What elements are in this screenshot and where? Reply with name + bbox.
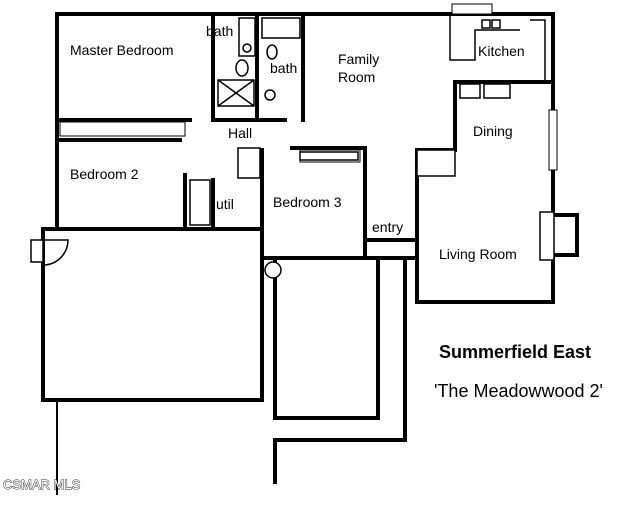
windows — [59, 3, 558, 171]
mls-watermark: CSMAR MLS — [3, 477, 81, 492]
fixtures — [189, 14, 555, 279]
label-family-room-2: Room — [338, 69, 375, 85]
label-bath-1: bath — [206, 23, 233, 39]
yard-fences — [273, 256, 407, 484]
util-shelf-icon — [189, 179, 211, 226]
label-hall: Hall — [228, 125, 252, 141]
toilet-2-icon — [266, 44, 278, 60]
sink-icon — [242, 43, 252, 53]
sink-2-icon — [264, 89, 276, 101]
plan-title: Summerfield East — [439, 342, 591, 362]
label-entry: entry — [372, 219, 403, 235]
label-kitchen: Kitchen — [478, 43, 525, 59]
bathtub-icon — [238, 17, 256, 57]
garage-door-swing — [42, 239, 69, 266]
plan-subtitle: 'The Meadowwood 2' — [434, 381, 603, 401]
fireplace-icon — [539, 211, 555, 261]
water-heater-icon — [264, 261, 282, 279]
label-bath-2: bath — [270, 60, 297, 76]
room-labels: Master Bedroom bath bath Family Room Kit… — [70, 23, 525, 262]
label-util: util — [216, 196, 234, 212]
label-family-room-1: Family — [338, 51, 379, 67]
toilet-icon — [235, 59, 249, 77]
label-living-room: Living Room — [439, 246, 517, 262]
dining-counter-icon — [416, 149, 456, 177]
label-bedroom-3: Bedroom 3 — [273, 194, 342, 210]
garage — [30, 227, 264, 495]
label-dining: Dining — [473, 123, 513, 139]
bathtub-2-icon — [261, 17, 301, 39]
hall-closet-icon — [237, 147, 261, 179]
label-bedroom-2: Bedroom 2 — [70, 166, 139, 182]
stove-icon — [481, 19, 491, 29]
kitchen-island-icon — [483, 83, 511, 99]
caption: Summerfield East 'The Meadowwood 2' — [434, 342, 603, 401]
label-master-bedroom: Master Bedroom — [70, 42, 173, 58]
